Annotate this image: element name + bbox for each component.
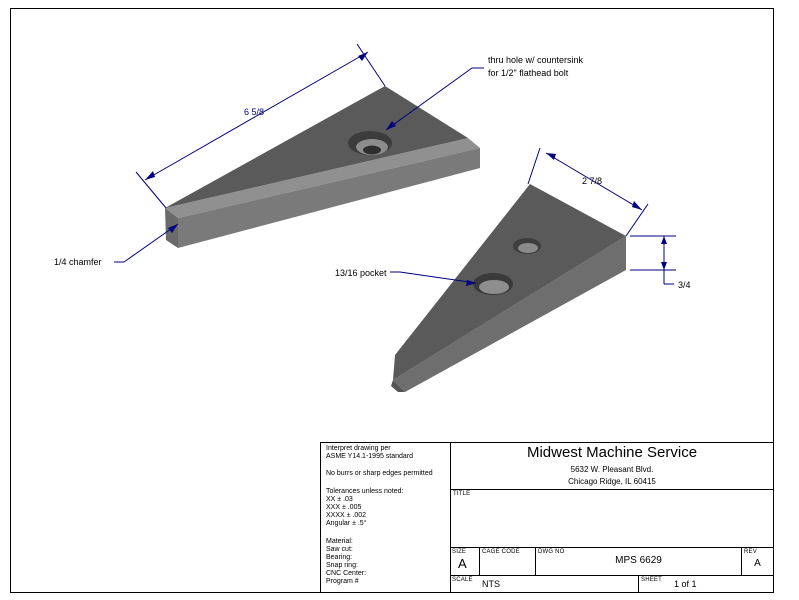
cage-code-label: CAGE CODE — [482, 549, 520, 555]
scale-value: NTS — [482, 579, 500, 589]
part-left-top-face — [165, 86, 468, 208]
company-name: Midwest Machine Service — [526, 444, 698, 461]
rev-label: REV — [744, 549, 757, 555]
note-burrs: No burrs or sharp edges permitted — [326, 470, 433, 477]
note-tol-title: Tolerances unless noted: — [326, 488, 404, 495]
part-left-chamfer-face — [165, 138, 480, 218]
part-left-front-face — [178, 148, 480, 248]
note-program: Program # — [326, 578, 359, 585]
callout-hole-line1: thru hole w/ countersink — [488, 55, 584, 65]
note-cnc-center: CNC Center: — [326, 570, 367, 577]
callout-pocket: 13/16 pocket — [335, 268, 387, 278]
company-address-2: Chicago Ridge, IL 60415 — [568, 477, 656, 486]
note-tol-xxxx: XXXX ± .002 — [326, 512, 367, 519]
part-left-isometric — [165, 86, 480, 248]
callout-hole-line2: for 1/2" flathead bolt — [488, 68, 569, 78]
dwg-no-value: MPS 6629 — [615, 555, 662, 566]
part-right-side-face — [393, 236, 626, 392]
title-label: TITLE — [453, 491, 471, 497]
company-address-1: 5632 W. Pleasant Blvd. — [570, 465, 654, 474]
part-right-isometric — [391, 184, 626, 392]
size-label: SIZE — [452, 549, 467, 555]
dimension-length: 6 5/8 — [244, 107, 265, 117]
size-value: A — [458, 556, 467, 571]
note-snap-ring: Snap ring: — [326, 562, 358, 569]
note-tol-xx: XX ± .03 — [326, 496, 353, 503]
note-interpret-1: Interpret drawing per — [326, 445, 391, 452]
sheet-label: SHEET — [641, 577, 663, 583]
note-bearing: Bearing: — [326, 554, 353, 561]
note-material: Material: — [326, 538, 353, 545]
scale-label: SCALE — [452, 577, 473, 583]
note-tol-angular: Angular ± .5° — [326, 520, 367, 527]
dwg-no-label: DWG NO — [538, 549, 565, 555]
callout-chamfer: 1/4 chamfer — [54, 257, 102, 267]
note-tol-xxx: XXX ± .005 — [326, 504, 362, 511]
sheet-value: 1 of 1 — [674, 579, 697, 589]
rev-value: A — [754, 558, 761, 569]
note-saw-cut: Saw cut: — [326, 546, 353, 553]
note-interpret-2: ASME Y14.1-1995 standard — [326, 453, 414, 460]
dimension-thickness: 3/4 — [678, 280, 691, 290]
dimension-width: 2 7/8 — [582, 176, 603, 186]
